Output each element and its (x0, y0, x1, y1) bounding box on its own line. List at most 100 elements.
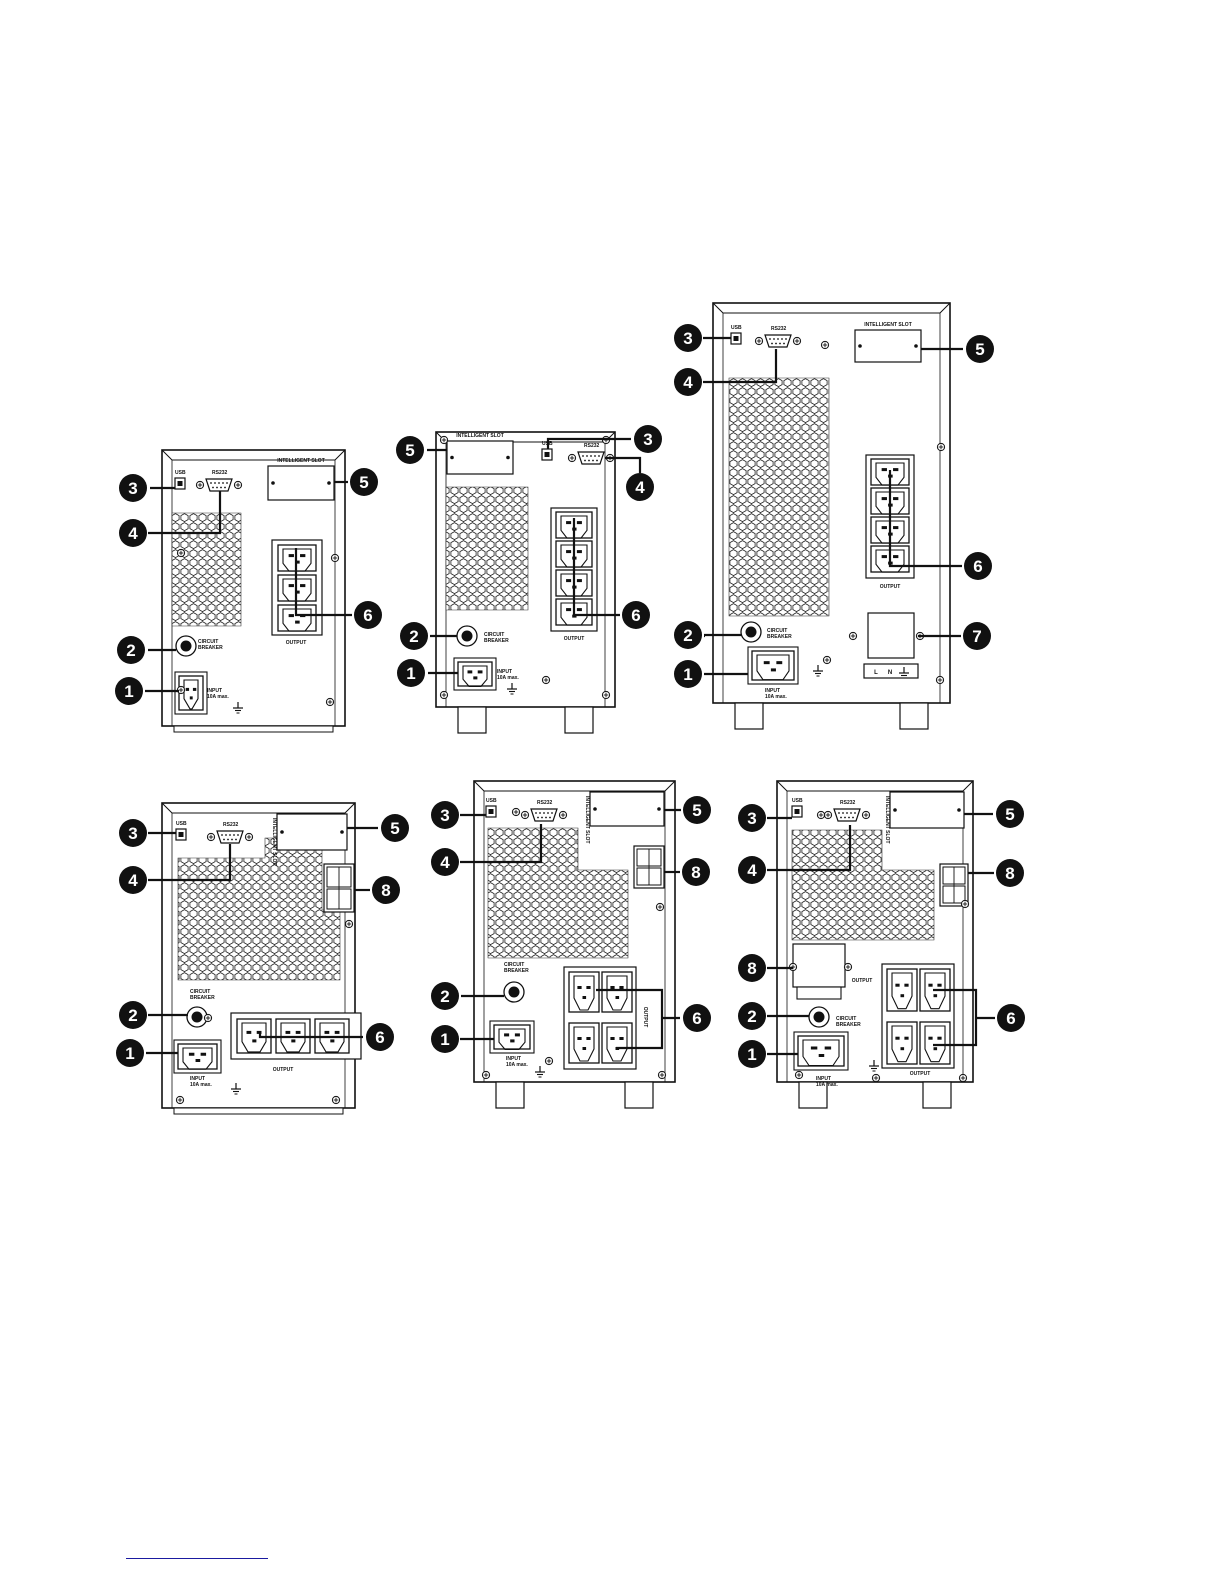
cabinet-bevel (473, 780, 676, 792)
callout-number: 6 (375, 1028, 384, 1047)
intelligent-slot-cover (589, 791, 665, 827)
rs232-pin (214, 482, 216, 484)
ventilation-grille (728, 377, 830, 617)
callout-circle (963, 622, 991, 650)
terminal-block-cover (867, 612, 915, 659)
input-rating-label: 10A max. (207, 694, 229, 700)
iec-socket-inner (498, 1028, 526, 1050)
callout-badge: 4 (431, 848, 459, 876)
rs232-pin (551, 812, 553, 814)
iec-pin (810, 1046, 818, 1050)
iec-pin (933, 1047, 938, 1051)
callout-circle (396, 436, 424, 464)
callout-circle (674, 324, 702, 352)
callout-badge: 3 (119, 474, 147, 502)
rs232-port-icon (205, 478, 233, 492)
callout-circle (119, 866, 147, 894)
iec-pin (928, 1036, 933, 1040)
iec-pin (776, 661, 783, 665)
iec-socket-inner (802, 1039, 840, 1067)
input-label: INPUT (765, 688, 780, 694)
callout-badge: 4 (738, 856, 766, 884)
callout-number: 3 (128, 479, 137, 498)
usb-port-pin (178, 832, 184, 837)
iec-socket-inner (282, 578, 312, 602)
rs232-pin (539, 812, 541, 814)
callout-badge: 5 (683, 796, 711, 824)
callout-badge: 4 (119, 519, 147, 547)
usb-label: USB (175, 470, 186, 476)
iec-pin (295, 620, 300, 624)
intelligent-slot-label: INTELLIGENT SLOT (884, 796, 890, 844)
usb-label: USB (486, 798, 497, 804)
iec-pin (582, 996, 587, 999)
callout-circle (381, 814, 409, 842)
rs232-pin (854, 812, 856, 814)
iec-pin (566, 550, 572, 554)
leader-line (605, 456, 642, 473)
iec-pin (288, 584, 294, 588)
iec-pin (895, 1036, 900, 1040)
slot-screw (657, 807, 661, 811)
iec-pin (514, 1033, 520, 1037)
callout-number: 5 (692, 801, 701, 820)
callout-circle (738, 1002, 766, 1030)
breaker-label: BREAKER (504, 968, 529, 974)
callout-badge: 5 (996, 800, 1024, 828)
iec-socket-inner (241, 1022, 267, 1053)
rs232-pin (231, 838, 233, 841)
callout-number: 3 (683, 329, 692, 348)
rs232-pin (541, 816, 543, 819)
iec-pin (510, 1039, 515, 1043)
callout-number: 4 (747, 861, 757, 880)
intelligent-slot-cover (446, 440, 514, 475)
iec-pin (295, 560, 300, 564)
iec-pin (763, 661, 770, 665)
callout-circle (674, 660, 702, 688)
iec-socket-inner (875, 520, 905, 544)
terminal-n-label: N (888, 670, 892, 676)
leader-line (258, 1033, 363, 1039)
iec-pin (900, 994, 905, 998)
leader-line (888, 470, 962, 568)
iec-socket-inner (891, 1025, 913, 1063)
iec-pin (577, 1037, 582, 1040)
callout-badge: 5 (350, 468, 378, 496)
callout-badge: 7 (963, 622, 991, 650)
callout-circle (397, 659, 425, 687)
terminal-l-label: L (874, 670, 878, 676)
output-label: OUTPUT (273, 1067, 294, 1073)
iec-pin (188, 1052, 195, 1056)
iec-pin (295, 590, 300, 594)
breaker-button (461, 630, 473, 642)
iec-pin (192, 687, 197, 691)
callout-number: 5 (390, 819, 399, 838)
slot-screw (858, 344, 862, 348)
rs232-pin (545, 816, 547, 819)
rs232-pin (783, 342, 785, 345)
circuit-label: CIRCUIT (767, 628, 787, 634)
callout-badge: 3 (634, 425, 662, 453)
callout-badge: 2 (738, 1002, 766, 1030)
rs232-pin (838, 812, 840, 814)
usb-port-pin (794, 809, 800, 814)
iec-pin (893, 497, 899, 501)
input-rating-label: 10A max. (765, 694, 787, 700)
footer-rule (126, 1558, 268, 1559)
iec-pin (576, 608, 582, 612)
iec-socket-inner (183, 679, 199, 710)
cabinet-foot (899, 702, 929, 730)
leader-line (148, 491, 222, 535)
callout-number: 4 (635, 478, 645, 497)
iec-pin (504, 1033, 510, 1037)
cabinet-bevel (161, 449, 346, 461)
breaker-button (191, 1011, 203, 1023)
rs232-pin (769, 338, 771, 340)
iec-pin (937, 983, 942, 987)
breaker-label: BREAKER (190, 995, 215, 1001)
callout-circle (354, 601, 382, 629)
callout-badge: 1 (431, 1025, 459, 1053)
